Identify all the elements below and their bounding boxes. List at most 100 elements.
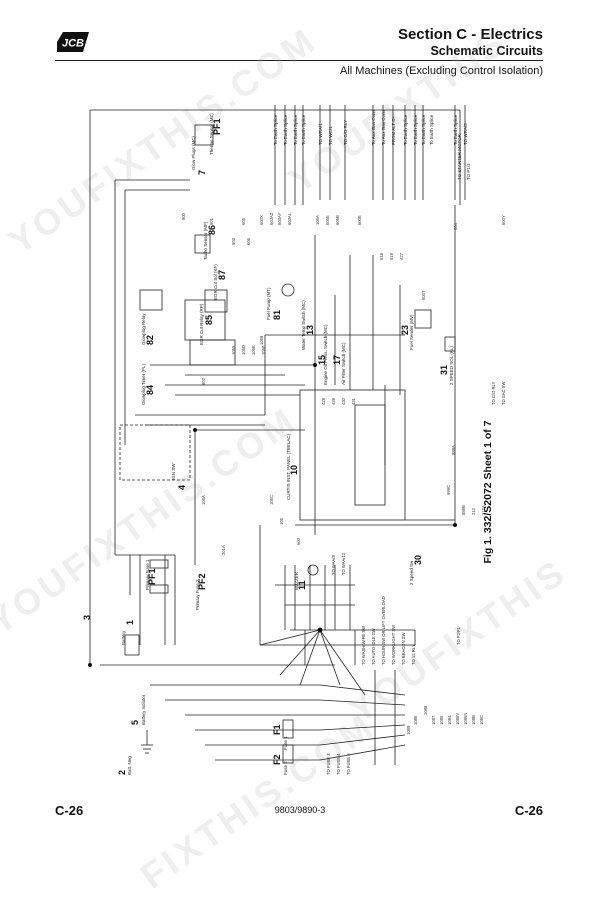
section-title: Section C - Electrics [397, 26, 543, 43]
svg-text:TO F2/F1: TO F2/F1 [456, 626, 461, 645]
component-label: 2 [117, 770, 127, 775]
svg-text:Thermo Sensor (MZ): Thermo Sensor (MZ) [209, 113, 214, 155]
component-label: 87 [217, 270, 227, 280]
svg-text:TO FUSE 3: TO FUSE 3 [326, 753, 331, 775]
svg-text:EGR Cut Sol (KF): EGR Cut Sol (KF) [213, 264, 218, 300]
svg-text:TO 12 RLY: TO 12 RLY [411, 644, 416, 665]
component-label: F2 [272, 754, 282, 765]
svg-text:605: 605 [241, 217, 246, 225]
svg-text:TO STARTER MOTOR: TO STARTER MOTOR [457, 133, 462, 180]
svg-text:004: 004 [453, 222, 458, 230]
component-label: 84 [145, 385, 155, 395]
svg-text:To Earth Splice: To Earth Splice [413, 114, 418, 145]
component-label: 82 [145, 335, 155, 345]
svg-text:TO BEACON SW: TO BEACON SW [401, 632, 406, 665]
svg-text:To Earth Splice: To Earth Splice [301, 114, 306, 145]
svg-text:Battery Isolator: Battery Isolator [141, 694, 146, 725]
svg-text:430: 430 [341, 397, 346, 405]
svg-text:2 Speed Sw: 2 Speed Sw [409, 560, 414, 585]
component-label: 10 [289, 465, 299, 475]
section-subtitle: Schematic Circuits [430, 44, 543, 58]
svg-text:To Aux Gas Conn: To Aux Gas Conn [371, 109, 376, 145]
svg-text:1088: 1088 [423, 705, 428, 715]
svg-text:201A: 201A [221, 545, 226, 555]
component-label: PF1 [212, 118, 222, 135]
component-label: 1 [125, 620, 135, 625]
svg-text:105D: 105D [241, 345, 246, 355]
component-label: 13 [305, 325, 315, 335]
svg-text:TO FUSE 4: TO FUSE 4 [336, 753, 341, 775]
svg-text:To Earth Splice: To Earth Splice [403, 114, 408, 145]
svg-text:TO SAC SW: TO SAC SW [501, 382, 506, 405]
component-label: 7 [197, 170, 207, 175]
svg-text:JCB: JCB [62, 38, 84, 50]
svg-text:108B: 108B [471, 715, 476, 725]
svg-text:1085: 1085 [439, 715, 444, 725]
svg-text:105A: 105A [201, 495, 206, 505]
svg-text:606: 606 [246, 237, 251, 245]
component-label: PF2 [197, 573, 207, 590]
svg-text:2 SPEED SOL (KL): 2 SPEED SOL (KL) [449, 346, 454, 385]
svg-text:605B: 605B [335, 215, 340, 225]
svg-text:TO C/O RLY: TO C/O RLY [491, 381, 496, 405]
svg-text:To Earth Splice: To Earth Splice [273, 114, 278, 145]
svg-text:1086: 1086 [413, 715, 418, 725]
svg-text:601: 601 [209, 217, 214, 225]
svg-text:1086V: 1086V [455, 713, 460, 725]
svg-text:Fuel Sender (MV): Fuel Sender (MV) [409, 314, 414, 350]
svg-text:TO P1/1: TO P1/1 [466, 163, 471, 180]
svg-text:108C: 108C [479, 715, 484, 725]
component-label: 17 [332, 355, 342, 365]
svg-text:603AY: 603AY [277, 213, 282, 225]
svg-text:429: 429 [331, 397, 336, 405]
svg-text:600Y: 600Y [501, 215, 506, 225]
svg-text:To Earth Splice: To Earth Splice [293, 114, 298, 145]
svg-text:105C: 105C [269, 495, 274, 505]
svg-text:1055: 1055 [231, 345, 236, 355]
component-label: 5 [130, 720, 140, 725]
component-label: 86 [207, 225, 217, 235]
svg-text:Air Filter Switch (MC): Air Filter Switch (MC) [341, 342, 346, 385]
svg-text:TO WAA/8: TO WAA/8 [331, 555, 336, 575]
svg-text:603AZ: 603AZ [269, 212, 274, 225]
svg-text:1086N: 1086N [463, 713, 468, 725]
svg-text:518: 518 [379, 252, 384, 260]
svg-text:TO AUTO IDLE SW: TO AUTO IDLE SW [371, 628, 376, 665]
svg-text:Primary Fuse 1: Primary Fuse 1 [145, 559, 150, 590]
svg-text:212A: 212A [481, 505, 486, 515]
svg-text:TO WRA/3: TO WRA/3 [463, 123, 468, 145]
svg-text:Battery: Battery [121, 630, 126, 645]
svg-text:600: 600 [296, 537, 301, 545]
svg-text:Fuse 1: Fuse 1 [283, 736, 288, 750]
jcb-logo: JCB [55, 30, 91, 54]
component-label: 30 [413, 555, 423, 565]
svg-text:600E: 600E [357, 215, 362, 225]
svg-text:888B: 888B [461, 505, 466, 515]
svg-text:BUZZER: BUZZER [294, 571, 299, 590]
svg-text:1084: 1084 [447, 715, 452, 725]
svg-text:IGN SW: IGN SW [171, 463, 176, 480]
svg-text:Batt. Neg: Batt. Neg [127, 756, 132, 775]
svg-text:To Earth Splice: To Earth Splice [283, 114, 288, 145]
svg-text:603: 603 [231, 237, 236, 245]
svg-text:TO WORKLIGHT SW: TO WORKLIGHT SW [391, 625, 396, 665]
svg-text:TO FUSE 5: TO FUSE 5 [346, 753, 351, 775]
figure-caption: Fig 1. 332/S2072 Sheet 1 of 7 [482, 420, 494, 564]
svg-text:Glowplug Timer (PL): Glowplug Timer (PL) [141, 363, 146, 405]
svg-text:FROM ALT D+: FROM ALT D+ [391, 115, 396, 145]
svg-text:Fuse 2: Fuse 2 [283, 761, 288, 775]
svg-text:To Earth Splice: To Earth Splice [421, 114, 426, 145]
svg-text:431: 431 [351, 397, 356, 405]
svg-text:Primary Fuse 2: Primary Fuse 2 [195, 579, 200, 610]
svg-text:105F: 105F [261, 345, 266, 355]
svg-text:428: 428 [321, 397, 326, 405]
svg-text:CURTIS INST. PANEL (TBELAC): CURTIS INST. PANEL (TBELAC) [286, 433, 291, 500]
svg-text:603AL: 603AL [287, 212, 292, 225]
svg-text:888A: 888A [451, 445, 456, 455]
svg-text:105E: 105E [251, 345, 256, 355]
component-label: 15 [317, 355, 327, 365]
svg-text:TO WASH/WIPE SW: TO WASH/WIPE SW [361, 626, 366, 665]
svg-text:427: 427 [399, 252, 404, 260]
machines-note: All Machines (Excluding Control Isolatio… [340, 65, 543, 77]
page-number-left: C-26 [55, 803, 84, 818]
